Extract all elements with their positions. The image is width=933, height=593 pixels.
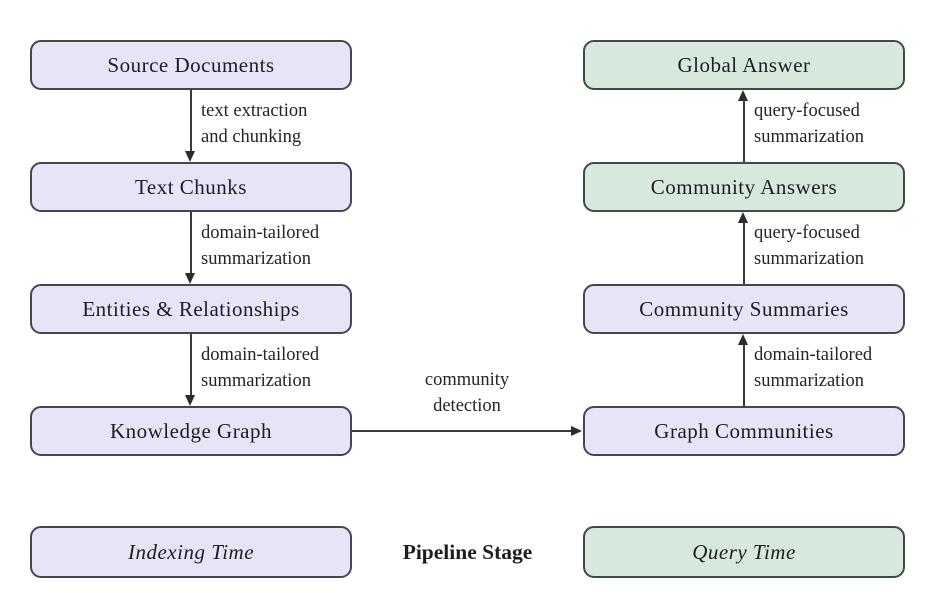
- arrow-label-community-detection-line1: community: [424, 370, 510, 390]
- arrow-head-global-answer: [738, 90, 748, 101]
- arrow-label-community-answers: query-focused summarization: [754, 220, 864, 272]
- legend-pipeline-stage: Pipeline Stage: [352, 526, 583, 578]
- legend-indexing-time-label: Indexing Time: [127, 539, 255, 564]
- arrow-label-graph-summarization-line1: domain-tailored: [201, 345, 320, 365]
- arrow-label-community-answers-line1: query-focused: [754, 223, 860, 243]
- legend-indexing-time: Indexing Time: [30, 526, 352, 578]
- box-knowledge-graph: Knowledge Graph: [30, 406, 352, 456]
- arrow-label-community-detection-line2: detection: [433, 396, 501, 416]
- arrow-head-entity-summarization: [185, 273, 195, 284]
- arrow-head-community-summaries: [738, 334, 748, 345]
- arrow-label-global-answer-line2: summarization: [754, 127, 864, 147]
- arrow-head-community-detection: [571, 425, 582, 436]
- box-community-summaries-label: Community Summaries: [639, 296, 849, 321]
- arrow-label-chunking: text extraction and chunking: [201, 98, 307, 150]
- box-entities-relationships: Entities & Relationships: [30, 284, 352, 334]
- arrow-label-graph-summarization: domain-tailored summarization: [201, 342, 319, 394]
- arrow-label-entity-summarization: domain-tailored summarization: [201, 220, 319, 272]
- arrow-line-community-summaries: [743, 344, 745, 406]
- arrow-label-entity-summarization-line2: summarization: [201, 249, 311, 269]
- arrow-label-chunking-line2: and chunking: [201, 127, 302, 147]
- box-entities-relationships-label: Entities & Relationships: [82, 296, 300, 321]
- arrow-label-global-answer-line1: query-focused: [754, 101, 860, 121]
- arrow-head-graph-summarization: [185, 395, 195, 406]
- legend-pipeline-stage-label: Pipeline Stage: [402, 539, 533, 564]
- box-graph-communities-label: Graph Communities: [654, 418, 834, 443]
- box-graph-communities: Graph Communities: [583, 406, 905, 456]
- arrow-label-graph-summarization-line2: summarization: [201, 371, 311, 391]
- box-community-answers-label: Community Answers: [650, 174, 838, 199]
- box-text-chunks: Text Chunks: [30, 162, 352, 212]
- box-source-documents-label: Source Documents: [107, 52, 275, 77]
- box-global-answer-label: Global Answer: [677, 52, 811, 77]
- arrow-label-community-summaries-line2: summarization: [754, 371, 864, 391]
- arrow-head-chunking: [185, 151, 195, 162]
- box-community-summaries: Community Summaries: [583, 284, 905, 334]
- box-community-answers: Community Answers: [583, 162, 905, 212]
- arrow-label-community-detection: community detection: [387, 367, 547, 419]
- legend-query-time-label: Query Time: [692, 539, 796, 564]
- arrow-head-community-answers: [738, 212, 748, 223]
- arrow-line-global-answer: [743, 100, 745, 162]
- arrow-label-community-summaries-line1: domain-tailored: [754, 345, 873, 365]
- arrow-label-chunking-line1: text extraction: [201, 101, 308, 121]
- box-text-chunks-label: Text Chunks: [135, 174, 247, 199]
- arrow-line-chunking: [190, 90, 192, 152]
- arrow-line-graph-summarization: [190, 334, 192, 396]
- arrow-line-entity-summarization: [190, 212, 192, 274]
- legend-query-time: Query Time: [583, 526, 905, 578]
- arrow-label-global-answer: query-focused summarization: [754, 98, 864, 150]
- arrow-label-entity-summarization-line1: domain-tailored: [201, 223, 320, 243]
- box-global-answer: Global Answer: [583, 40, 905, 90]
- box-source-documents: Source Documents: [30, 40, 352, 90]
- arrow-line-community-answers: [743, 222, 745, 284]
- box-knowledge-graph-label: Knowledge Graph: [109, 418, 273, 443]
- arrow-line-community-detection: [352, 430, 572, 432]
- arrow-label-community-answers-line2: summarization: [754, 249, 864, 269]
- arrow-label-community-summaries: domain-tailored summarization: [754, 342, 872, 394]
